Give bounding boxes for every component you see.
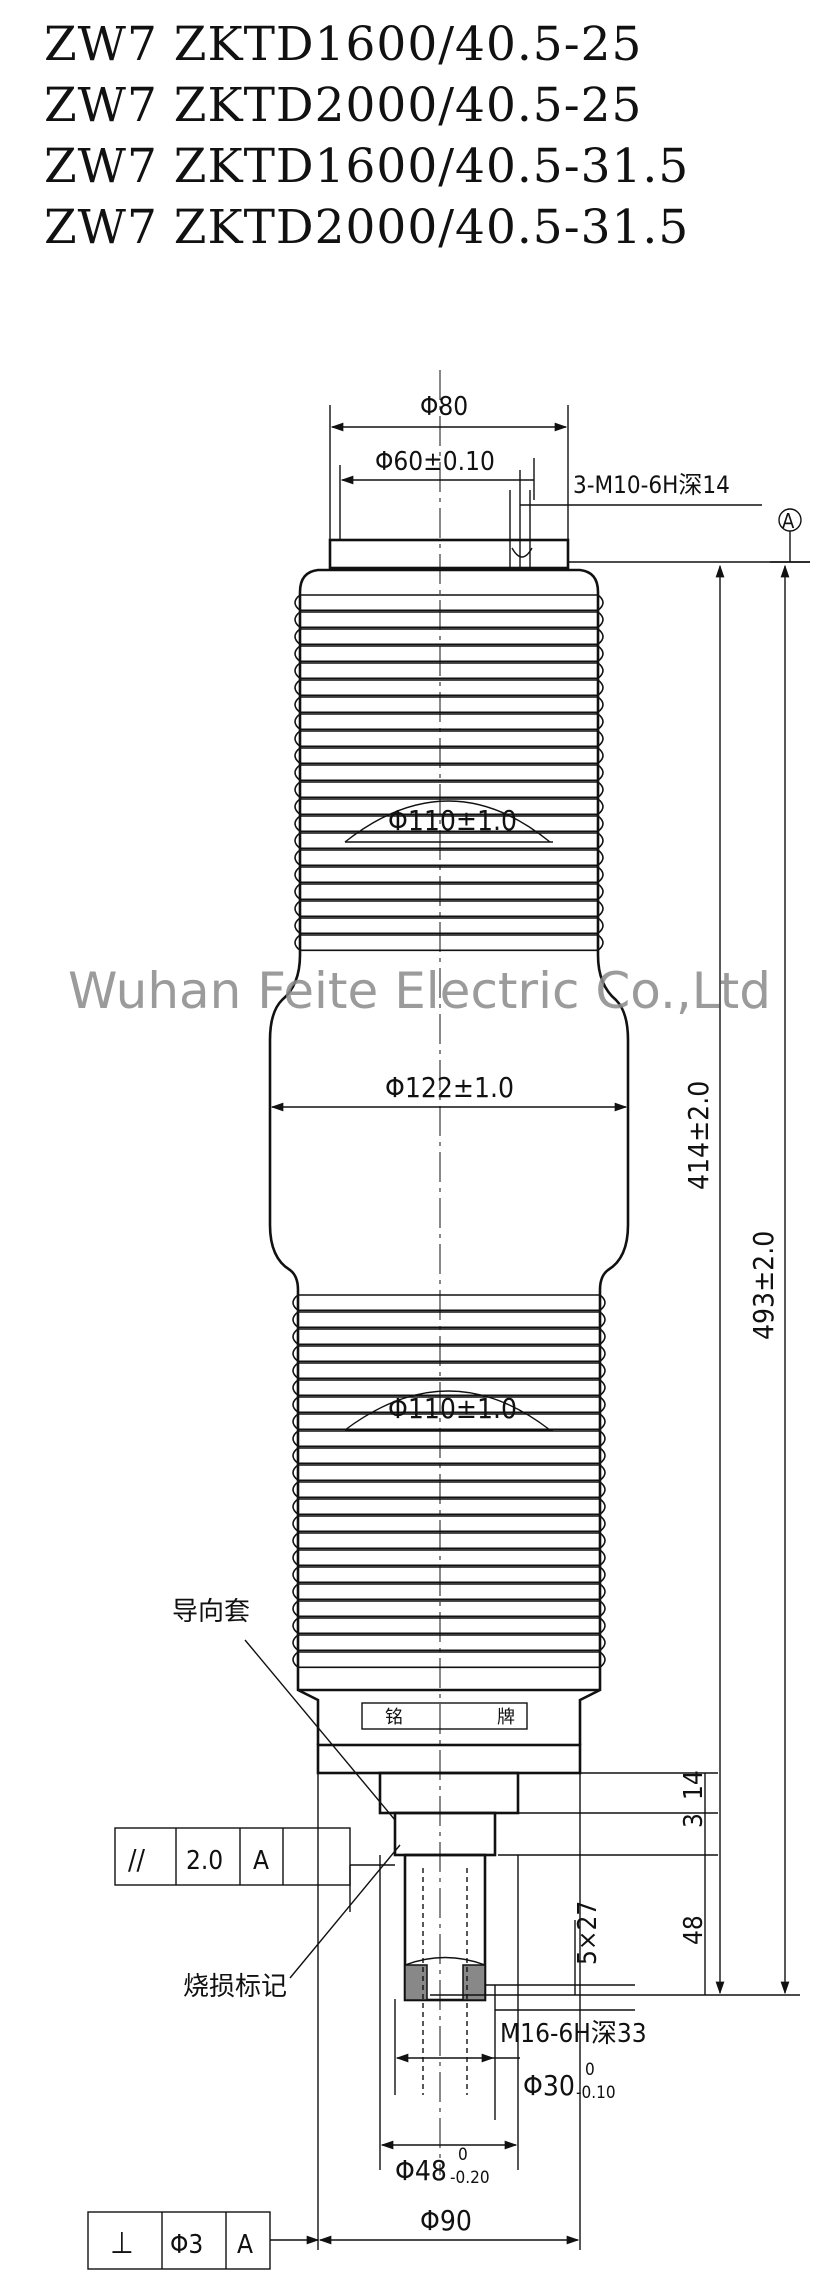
dim-phi110-lower: Φ110±1.0 [388, 1392, 517, 1425]
bellows-rib [292, 1328, 606, 1346]
bellows-rib [294, 917, 604, 935]
dimension-lines [244, 405, 810, 2250]
dim-phi48-lower: -0.20 [450, 2168, 490, 2188]
dim-phi48: Φ48 [395, 2154, 447, 2187]
nameplate-left: 铭 [385, 1707, 403, 1728]
model-list: ZW7 ZKTD1600/40.5-25 ZW7 ZKTD2000/40.5-2… [44, 14, 689, 258]
parallel-value: 2.0 [186, 1846, 223, 1876]
model-line-3: ZW7 ZKTD1600/40.5-31.5 [44, 139, 690, 194]
guide-sleeve [316, 1743, 718, 1815]
top-terminal [328, 470, 570, 570]
bellows-rib [292, 1294, 606, 1312]
dim-5x27: 5×27 [573, 1901, 603, 1965]
perp-datum: A [237, 2230, 253, 2260]
tolerance-perp: ⊥ Φ3 A [87, 2211, 271, 2270]
bellows-rib [294, 713, 604, 731]
bellows-rib [292, 1345, 606, 1363]
lower-bellows [292, 1290, 606, 1745]
dim-phi30-lower: -0.10 [576, 2083, 616, 2103]
bellows-rib [292, 1651, 606, 1669]
bellows-rib [294, 594, 604, 612]
perp-symbol: ⊥ [110, 2226, 134, 2261]
dim-14: 14 [679, 1770, 709, 1800]
dim-414: 414±2.0 [682, 1081, 715, 1190]
bellows-rib [294, 747, 604, 765]
perp-value: Φ3 [170, 2230, 203, 2260]
bellows-rib [292, 1600, 606, 1618]
bellows-rib [292, 1515, 606, 1533]
dim-3: 3 [679, 1813, 709, 1828]
bellows-rib [294, 645, 604, 663]
bellows-rib [292, 1464, 606, 1482]
dim-phi30-upper: 0 [585, 2060, 595, 2080]
dim-493: 493±2.0 [747, 1231, 780, 1340]
model-line-2: ZW7 ZKTD2000/40.5-25 [44, 78, 643, 133]
bellows-rib [292, 1311, 606, 1329]
bellows-rib [292, 1532, 606, 1550]
dim-thread-top: 3-M10-6H深14 [573, 471, 730, 499]
bellows-rib [292, 1498, 606, 1516]
bellows-rib [294, 628, 604, 646]
bellows-rib [292, 1634, 606, 1652]
bellows-rib [294, 849, 604, 867]
datum-a-label: A [782, 509, 795, 533]
dim-phi30: Φ30 [523, 2069, 575, 2102]
bellows-rib [292, 1566, 606, 1584]
bellows-rib [294, 900, 604, 918]
model-line-4: ZW7 ZKTD2000/40.5-31.5 [44, 200, 690, 255]
bellows-rib [294, 866, 604, 884]
bellows-rib [292, 1362, 606, 1380]
bellows-rib [292, 1617, 606, 1635]
bellows-rib [294, 781, 604, 799]
dim-phi122: Φ122±1.0 [385, 1071, 514, 1104]
bellows-rib [292, 1430, 606, 1448]
dim-phi60: Φ60±0.10 [375, 447, 495, 477]
dim-m16: M16-6H深33 [500, 2019, 647, 2049]
bellows-rib [294, 662, 604, 680]
middle-body [268, 954, 630, 1291]
label-guide-sleeve: 导向套 [172, 1597, 250, 1627]
dim-phi110-upper: Φ110±1.0 [388, 804, 517, 837]
bellows-rib [294, 764, 604, 782]
bellows-rib [292, 1583, 606, 1601]
bellows-rib [294, 730, 604, 748]
bellows-rib [294, 934, 604, 952]
dim-phi80: Φ80 [420, 392, 468, 422]
model-line-1: ZW7 ZKTD1600/40.5-25 [44, 17, 643, 72]
label-wear-mark: 烧损标记 [183, 1972, 287, 2002]
bellows-rib [294, 696, 604, 714]
bellows-rib [292, 1481, 606, 1499]
tolerance-parallel: // 2.0 A [114, 1827, 351, 1886]
bellows-rib [292, 1549, 606, 1567]
bellows-rib [294, 611, 604, 629]
dim-phi90: Φ90 [420, 2204, 472, 2237]
parallel-symbol: // [128, 1843, 145, 1876]
dim-phi48-upper: 0 [458, 2145, 468, 2165]
moving-rod [393, 1811, 497, 2095]
dim-48: 48 [679, 1915, 709, 1945]
upper-bellows [294, 568, 604, 955]
bellows-rib [292, 1447, 606, 1465]
parallel-datum: A [253, 1846, 269, 1876]
bellows-rib [294, 883, 604, 901]
watermark: Wuhan Feite Electric Co.,Ltd [68, 962, 771, 1020]
nameplate-right: 牌 [497, 1707, 515, 1728]
bellows-rib [294, 679, 604, 697]
nameplate: 铭 牌 [361, 1702, 528, 1730]
